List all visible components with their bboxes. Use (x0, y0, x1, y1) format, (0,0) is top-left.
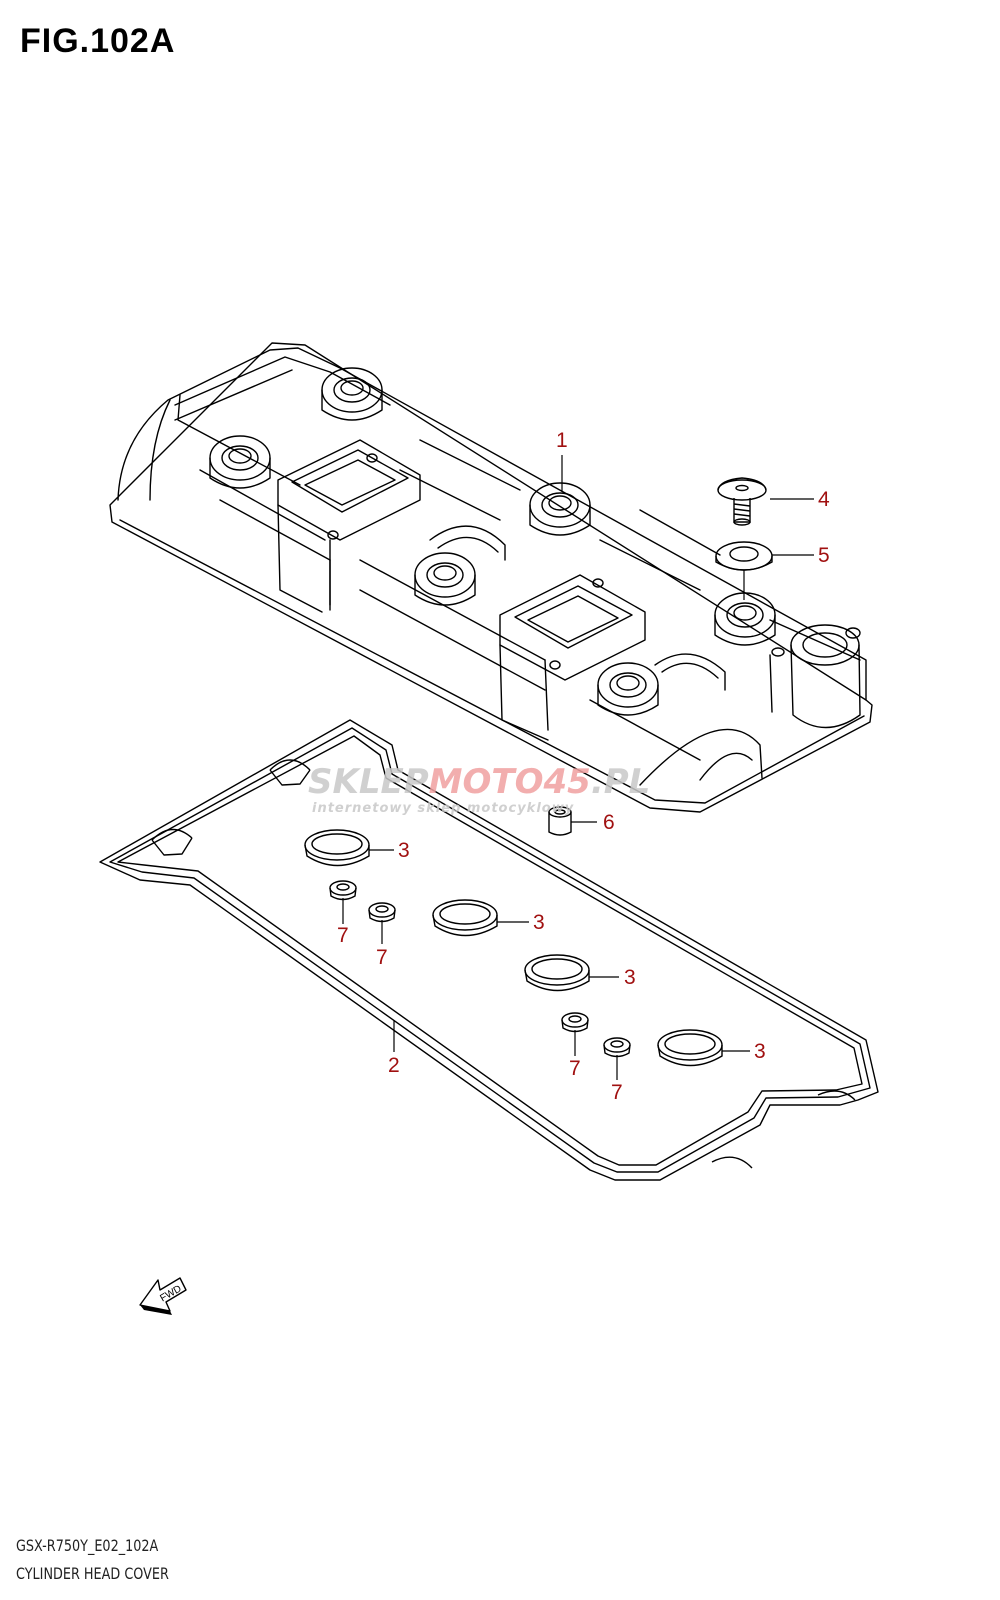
callout-2: 2 (388, 1054, 400, 1077)
callout-3-d: 3 (754, 1040, 766, 1063)
watermark-brand-1: SKLEP (308, 762, 429, 802)
callout-3-c: 3 (624, 966, 636, 989)
watermark-brand-5: .PL (591, 762, 651, 802)
callout-1: 1 (556, 429, 568, 452)
fwd-arrow: FWD (139, 1277, 187, 1315)
svg-text:SKLEPMOTO45.PL: SKLEPMOTO45.PL (308, 762, 650, 802)
watermark-brand-3: 4 (543, 762, 568, 802)
grommet-1 (329, 880, 357, 901)
callout-7-c: 7 (569, 1057, 581, 1080)
callout-4: 4 (818, 488, 830, 511)
callout-7-d: 7 (611, 1081, 623, 1104)
plug-seal-2 (432, 899, 498, 937)
grommet-2 (368, 902, 396, 923)
dowel-pin (548, 806, 572, 836)
callout-5: 5 (818, 544, 830, 567)
grommet-4 (603, 1037, 631, 1058)
figure-caption: CYLINDER HEAD COVER (16, 1564, 169, 1583)
washer (715, 541, 773, 571)
callout-6: 6 (603, 811, 615, 834)
watermark-brand-4: 5 (567, 762, 591, 802)
figure-title: FIG.102A (20, 22, 176, 60)
grommet-3 (561, 1012, 589, 1033)
watermark: SKLEPMOTO45.PL internetowy sklep motocyk… (308, 762, 650, 816)
fwd-label: FWD (158, 1283, 183, 1304)
cover-gasket (99, 719, 879, 1181)
plug-seal-3 (524, 954, 590, 992)
callout-3-a: 3 (398, 839, 410, 862)
callout-7-b: 7 (376, 946, 388, 969)
screw (717, 477, 767, 526)
cylinder-head-cover (109, 342, 873, 813)
plug-seal-4 (657, 1029, 723, 1067)
leader-lines (342, 455, 814, 1080)
watermark-tagline: internetowy sklep motocyklowy (312, 801, 574, 816)
model-code: GSX-R750Y_E02_102A (16, 1536, 159, 1555)
watermark-brand-2: MOTO (429, 762, 544, 802)
callout-numbers: 1 4 5 6 3 3 3 3 7 7 7 7 2 (337, 429, 830, 1104)
plug-seal-1 (304, 829, 370, 867)
callout-7-a: 7 (337, 924, 349, 947)
callout-3-b: 3 (533, 911, 545, 934)
